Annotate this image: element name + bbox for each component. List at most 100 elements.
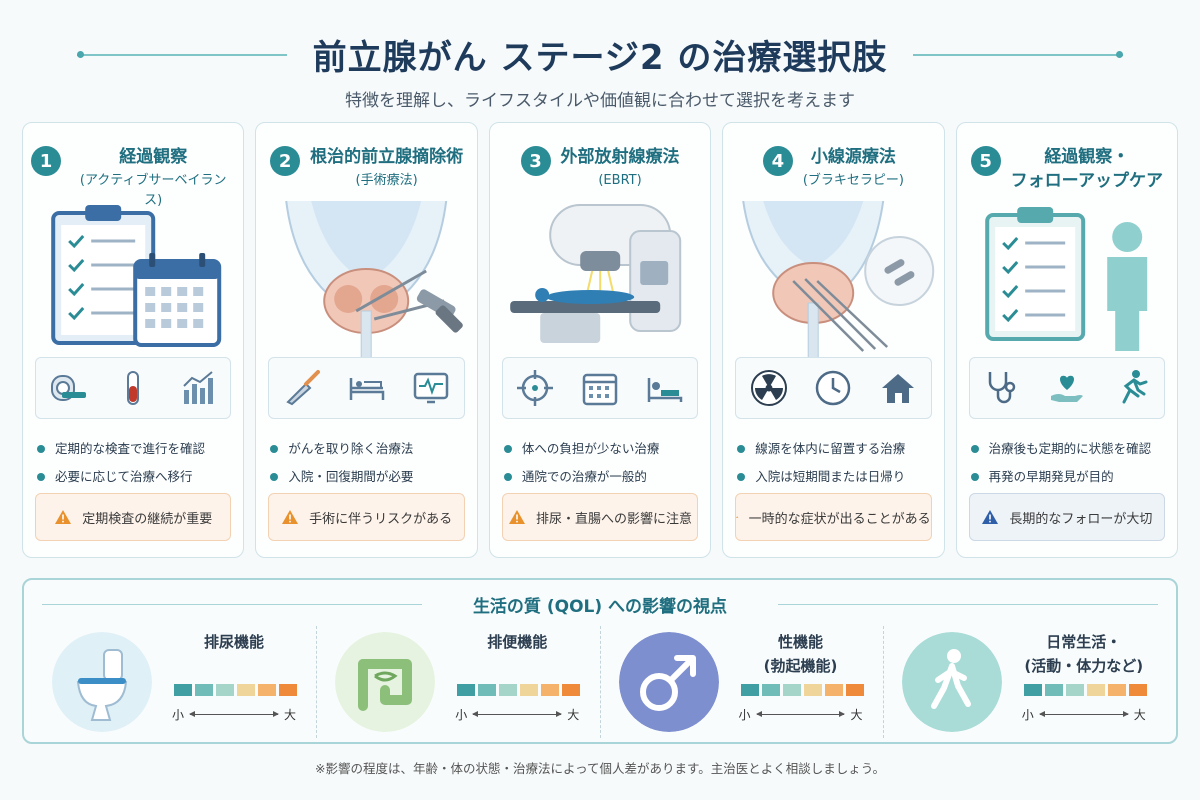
option-subtitle: (ブラキセラピー) [802, 173, 904, 188]
impact-scale-segment [195, 684, 213, 696]
option-card-follow-up: 5 経過観察・ フォローアップケア 治療後も定期的に状態を確認 再発の早期発見が… [955, 122, 1179, 558]
qol-title-divider-left [42, 604, 422, 605]
radiation-icon [750, 370, 787, 406]
qol-title-divider-right [778, 604, 1158, 605]
option-icon-row [501, 357, 699, 419]
option-note: 排尿・直腸への影響に注意 [501, 493, 699, 541]
option-note-text: 手術に伴うリスクがある [309, 511, 453, 527]
option-title: 根治的前立腺摘除術 [310, 147, 464, 167]
impact-scale-bar [740, 684, 864, 696]
impact-scale-segment [824, 684, 843, 696]
impact-scale-segment [174, 684, 192, 696]
option-card-active-surveillance: 1 経過観察 (アクティブサーベイランス) [22, 122, 245, 558]
impact-scale-segment [845, 684, 864, 696]
impact-scale-segment [1023, 684, 1042, 696]
running-person-icon [1122, 370, 1148, 404]
warning-icon [509, 510, 525, 524]
option-icon-row [968, 357, 1166, 419]
scale-low-label: 小 [1021, 708, 1034, 722]
option-icon-row [268, 357, 465, 419]
bullet-item: 入院は短期間または日帰り [737, 463, 935, 491]
impact-scale-bar [457, 684, 581, 696]
option-card-brachytherapy: 4 小線源療法 (ブラキセラピー) 線源を体内に留置する治療 入院は短期間または… [722, 122, 945, 558]
title-divider-left [76, 51, 287, 58]
qol-item-daily-life: 日常生活・(活動・体力など) 小大 [884, 626, 1166, 738]
qol-item-sexual: 性機能(勃起機能) 小大 [601, 626, 884, 738]
impact-scale-segment [478, 684, 497, 696]
option-note-text: 一時的な症状が出ることがある [748, 511, 931, 527]
bullet-item: 通院での治療が一般的 [504, 463, 702, 491]
impact-scale-segment [803, 684, 822, 696]
option-note-text: 定期検査の継続が重要 [82, 511, 213, 527]
option-note: 手術に伴うリスクがある [268, 493, 465, 541]
impact-scale-axis: 小大 [739, 706, 863, 723]
impact-scale-segment [216, 684, 234, 696]
scale-low-label: 小 [172, 708, 185, 722]
impact-scale-axis: 小大 [1022, 706, 1146, 723]
impact-scale-segment [499, 684, 518, 696]
follow-up-illustration [984, 207, 1147, 351]
bullet-item: 必要に応じて治療へ移行 [37, 463, 235, 491]
bar-chart-icon [183, 371, 213, 404]
option-card-external-radiation: 3 外部放射線療法 (EBRT) 体への負担が少ない治療 通院での治療が一般的 [488, 122, 712, 558]
bullet-item: がんを取り除く治療法 [270, 435, 468, 463]
page-subtitle: 特徴を理解し、ライフスタイルや価値観に合わせて選択を考えます [345, 91, 855, 111]
scalpel-icon [286, 370, 320, 406]
warning-icon [55, 510, 72, 524]
option-note: 定期検査の継続が重要 [35, 493, 232, 541]
option-card-prostatectomy: 2 根治的前立腺摘除術 (手術療法) がんを取り除く治療法 入院・回復期間 [255, 122, 478, 558]
qol-label-sub: (活動・体力など) [1024, 657, 1144, 675]
intestine-icon [335, 632, 436, 732]
option-title: 外部放射線療法 [560, 147, 680, 167]
clock-icon [816, 370, 851, 406]
option-subtitle: (アクティブサーベイランス) [79, 173, 227, 208]
impact-scale-axis: 小大 [172, 706, 296, 723]
bullet-item: 入院・回復期間が必要 [270, 463, 468, 491]
option-subtitle: (EBRT) [598, 173, 642, 188]
impact-scale-segment [279, 684, 297, 696]
impact-scale-segment [541, 684, 560, 696]
footer-note: ※影響の程度は、年齢・体の状態・治療法によって個人差があります。主治医とよく相談… [315, 761, 885, 776]
bullet-item: 定期的な検査で進行を確認 [37, 435, 235, 463]
impact-scale-segment [258, 684, 276, 696]
mri-scanner-icon [51, 375, 87, 401]
option-title: 経過観察 [119, 147, 188, 167]
impact-scale-bar [1023, 684, 1147, 696]
qol-title: 生活の質 (QOL) への影響の視点 [472, 597, 728, 617]
impact-scale-segment [562, 684, 581, 696]
option-subtitle: (手術療法) [355, 173, 418, 188]
info-icon [982, 510, 999, 524]
brachytherapy-illustration [742, 201, 935, 361]
option-number: 5 [970, 146, 1001, 176]
option-title: 経過観察・ [1044, 147, 1130, 167]
bullet-item: 治療後も定期的に状態を確認 [971, 435, 1169, 463]
scale-low-label: 小 [738, 708, 751, 722]
option-bullets: 治療後も定期的に状態を確認 再発の早期発見が目的 [971, 435, 1169, 491]
clipboard-calendar-illustration [51, 205, 222, 347]
title-divider-right [913, 51, 1124, 58]
option-subtitle: フォローアップケア [1010, 171, 1163, 191]
qol-panel: 生活の質 (QOL) への影響の視点 排尿機能 小大 排便機能 小大 性機能(勃… [22, 578, 1178, 744]
qol-label: 性機能 [777, 633, 823, 651]
test-tube-icon [127, 371, 140, 405]
qol-item-urinary: 排尿機能 小大 [34, 626, 318, 738]
impact-scale-segment [1086, 684, 1105, 696]
target-icon [517, 370, 554, 406]
scale-high-label: 大 [850, 708, 863, 722]
option-number: 3 [520, 146, 551, 176]
option-bullets: がんを取り除く治療法 入院・回復期間が必要 [270, 435, 468, 491]
toilet-icon [52, 632, 152, 732]
walking-person-icon [901, 632, 1002, 732]
stethoscope-icon [988, 372, 1016, 404]
option-number: 4 [762, 146, 793, 176]
option-number: 1 [31, 146, 61, 176]
impact-scale-segment [782, 684, 801, 696]
impact-scale-segment [457, 684, 476, 696]
treatment-options: 1 経過観察 (アクティブサーベイランス) [22, 122, 1179, 558]
option-bullets: 線源を体内に留置する治療 入院は短期間または日帰り [737, 435, 935, 491]
impact-scale-segment [1065, 684, 1084, 696]
calendar-icon [582, 373, 618, 406]
impact-scale-segment [1107, 684, 1126, 696]
impact-scale-segment [740, 684, 759, 696]
option-title: 小線源療法 [810, 147, 896, 167]
